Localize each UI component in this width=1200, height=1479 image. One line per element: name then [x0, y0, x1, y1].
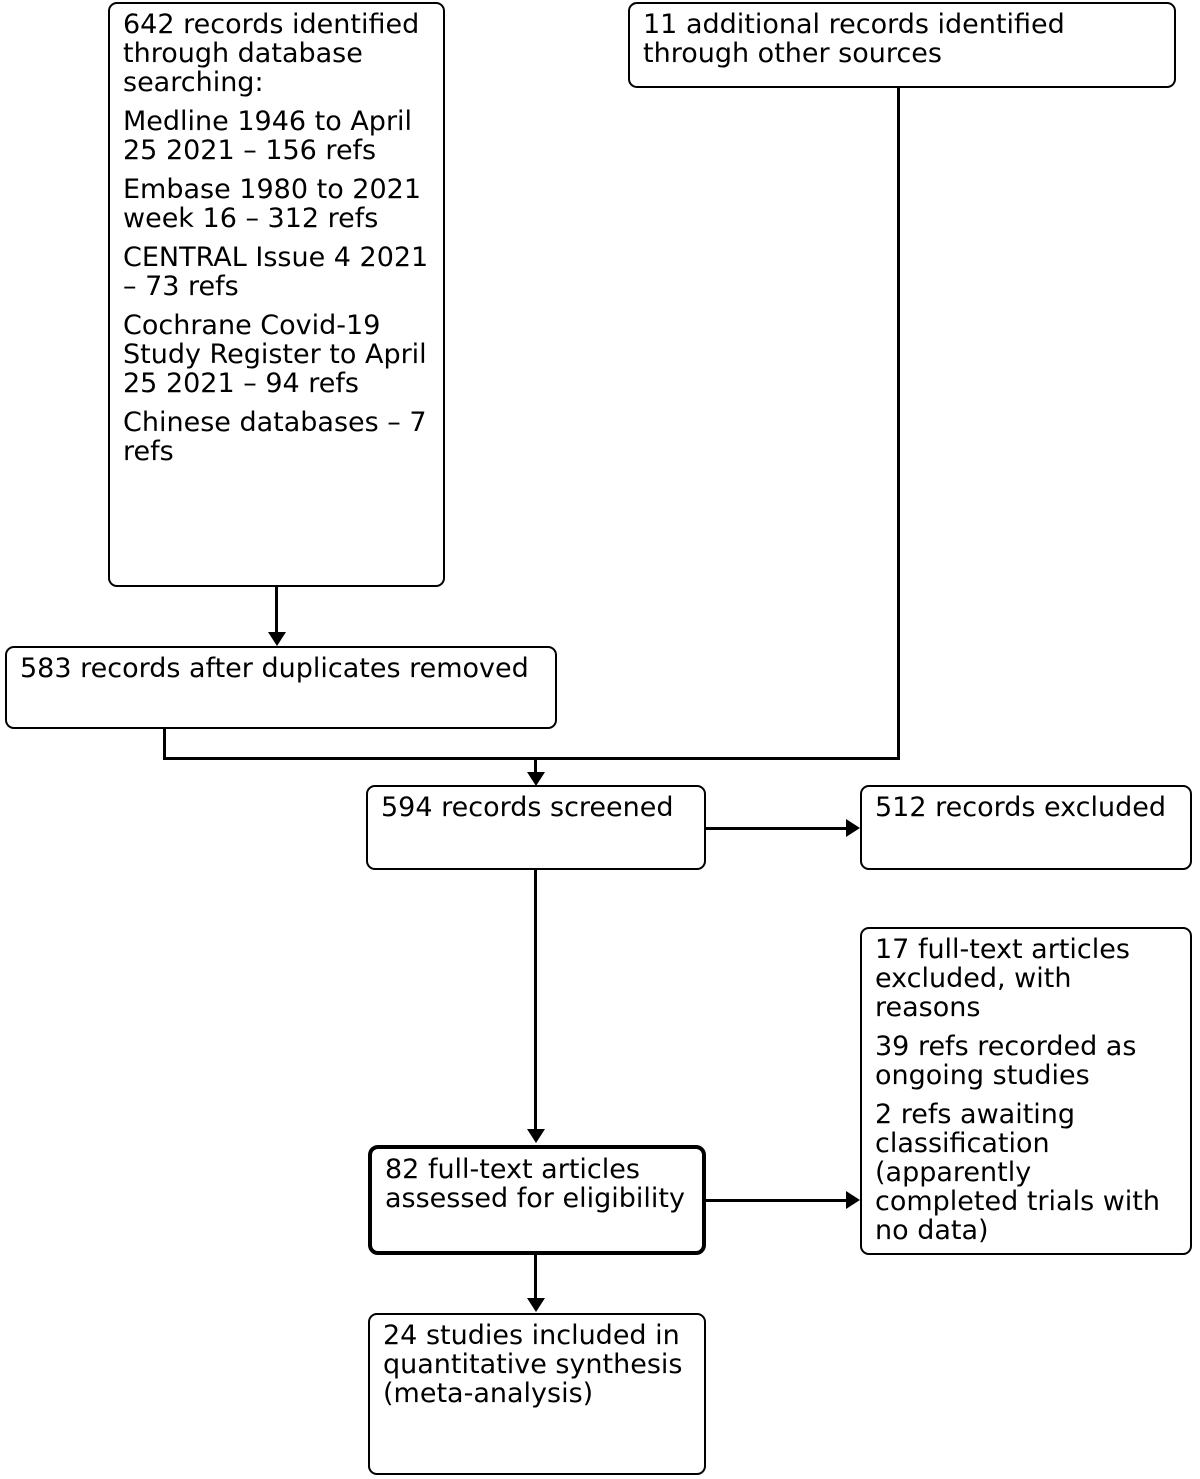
para-studies-included: 24 studies included in quantitative synt…: [383, 1320, 683, 1409]
para-cochrane-register: Cochrane Covid-19 Study Register to Apri…: [123, 310, 427, 399]
connector-fulltext-to-included-line: [534, 1255, 537, 1300]
para-records-excluded: 512 records excluded: [875, 792, 1167, 823]
connector-fulltext-to-excluded-arrow: [846, 1191, 860, 1209]
connector-db-to-duplicates-line: [275, 587, 278, 633]
box-records-screened: 594 records screened: [366, 785, 706, 870]
para-medline: Medline 1946 to April 25 2021 – 156 refs: [123, 106, 413, 166]
box-fulltext-assessed-content: 82 full-text articles assessed for eligi…: [372, 1149, 702, 1219]
connector-screened-to-excluded-line: [706, 827, 848, 830]
box-records-excluded: 512 records excluded: [860, 785, 1192, 870]
para-additional-records: 11 additional records identified through…: [643, 9, 1065, 69]
para-embase: Embase 1980 to 2021 week 16 – 312 refs: [123, 174, 422, 234]
box-records-excluded-content: 512 records excluded: [862, 787, 1190, 828]
box-studies-included-content: 24 studies included in quantitative synt…: [370, 1315, 704, 1414]
box-other-sources-content: 11 additional records identified through…: [630, 4, 1174, 74]
box-fulltext-assessed: 82 full-text articles assessed for eligi…: [368, 1145, 706, 1255]
para-ongoing-studies: 39 refs recorded as ongoing studies: [875, 1031, 1137, 1091]
connector-junction-bus: [163, 757, 900, 760]
para-fulltext-assessed: 82 full-text articles assessed for eligi…: [385, 1154, 685, 1214]
para-after-duplicates: 583 records after duplicates removed: [20, 653, 529, 684]
para-awaiting-classification: 2 refs awaiting classification (apparent…: [875, 1099, 1161, 1246]
connector-db-to-duplicates-arrow: [268, 632, 286, 646]
box-fulltext-excluded-content: 17 full-text articles excluded, with rea…: [862, 929, 1190, 1251]
connector-bus-to-screened-line: [534, 758, 537, 774]
connector-other-sources-drop-line: [897, 88, 900, 760]
box-duplicates-removed: 583 records after duplicates removed: [5, 646, 557, 729]
connector-fulltext-to-excluded-line: [706, 1199, 848, 1202]
para-central: CENTRAL Issue 4 2021 – 73 refs: [123, 242, 429, 302]
box-fulltext-excluded: 17 full-text articles excluded, with rea…: [860, 927, 1192, 1255]
box-records-screened-content: 594 records screened: [368, 787, 704, 828]
connector-screened-to-excluded-arrow: [846, 819, 860, 837]
para-chinese-databases: Chinese databases – 7 refs: [123, 407, 427, 467]
box-other-sources: 11 additional records identified through…: [628, 2, 1176, 88]
box-database-searching-content: 642 records identified through database …: [110, 4, 443, 472]
connector-bus-to-screened-arrow: [527, 772, 545, 786]
para-records-screened: 594 records screened: [381, 792, 674, 823]
connector-screened-to-fulltext-arrow: [527, 1129, 545, 1143]
para-fulltext-excluded: 17 full-text articles excluded, with rea…: [875, 934, 1130, 1023]
box-studies-included: 24 studies included in quantitative synt…: [368, 1313, 706, 1475]
para-records-identified: 642 records identified through database …: [123, 9, 420, 98]
box-database-searching: 642 records identified through database …: [108, 2, 445, 587]
box-duplicates-removed-content: 583 records after duplicates removed: [7, 648, 555, 689]
connector-screened-to-fulltext-line: [534, 870, 537, 1130]
connector-duplicates-drop-line: [163, 729, 166, 760]
connector-fulltext-to-included-arrow: [527, 1298, 545, 1312]
